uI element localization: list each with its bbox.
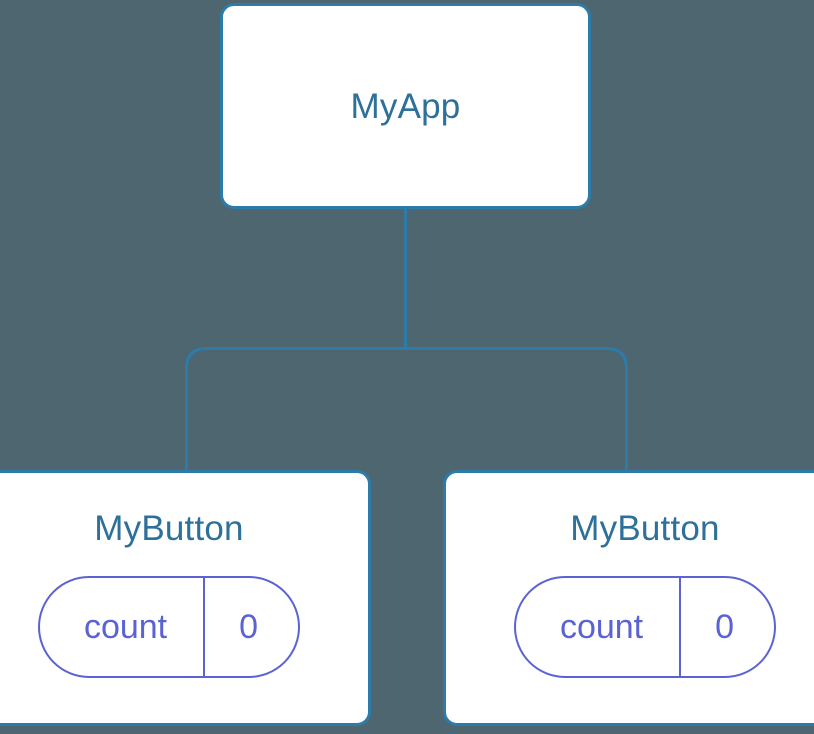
prop-pill-count-1[interactable]: count 0 [37, 576, 301, 678]
node-mybutton-2-title: MyButton [570, 509, 720, 548]
prop-value-2: 0 [715, 608, 735, 646]
prop-divider-1 [203, 578, 206, 676]
node-myapp[interactable]: MyApp [220, 3, 591, 209]
prop-key-1: count [83, 608, 168, 646]
node-mybutton-1[interactable]: MyButton count 0 [0, 470, 371, 726]
node-mybutton-1-title: MyButton [94, 509, 244, 548]
prop-value-1: 0 [239, 608, 259, 646]
prop-divider-2 [679, 578, 682, 676]
prop-key-2: count [559, 608, 644, 646]
connector-branch-right [405, 347, 628, 470]
prop-pill-count-2[interactable]: count 0 [513, 576, 777, 678]
node-mybutton-2[interactable]: MyButton count 0 [443, 470, 814, 726]
connector-branch-left [185, 347, 406, 470]
node-myapp-title: MyApp [350, 86, 461, 126]
